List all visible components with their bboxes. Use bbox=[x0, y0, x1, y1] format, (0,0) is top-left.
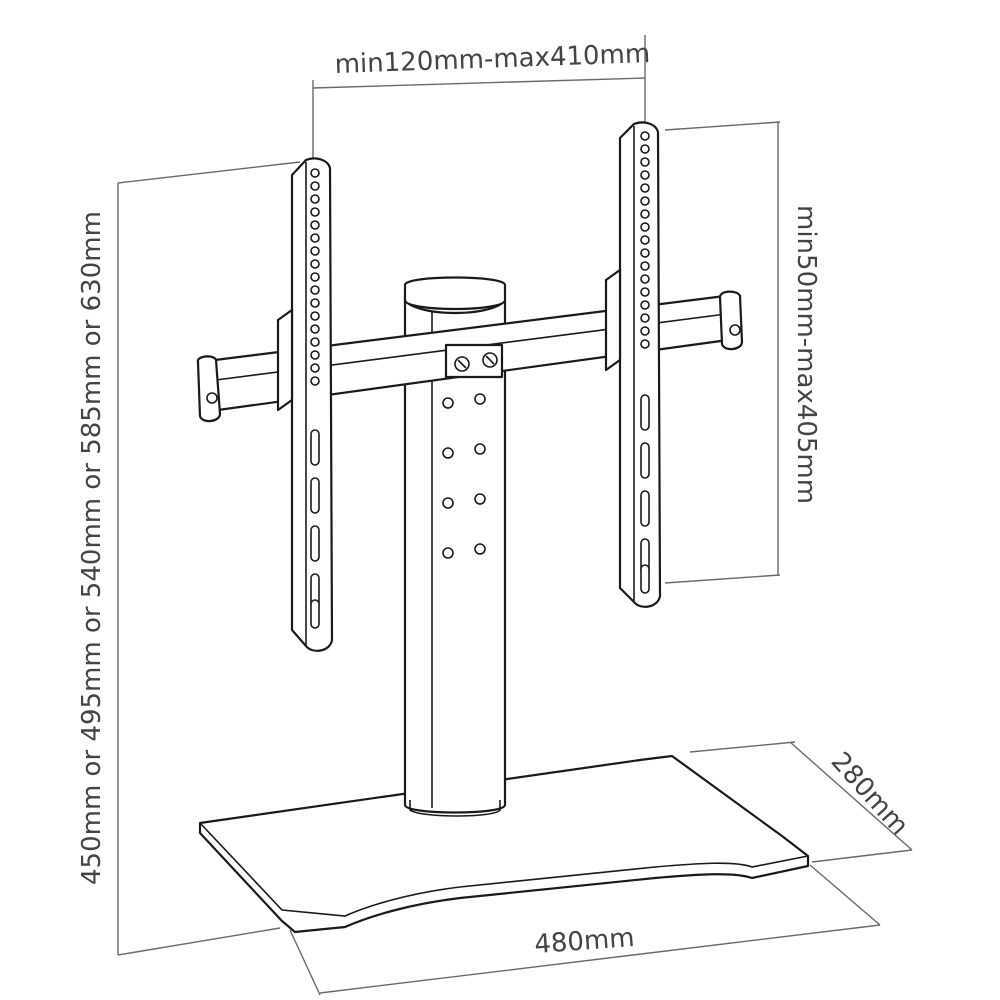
column-holes bbox=[442, 393, 486, 559]
base-plate bbox=[198, 754, 810, 934]
dimension-lines bbox=[117, 35, 913, 996]
right-arm-holes bbox=[640, 131, 650, 594]
right-arm bbox=[604, 121, 662, 608]
column bbox=[403, 276, 507, 817]
vesa-width-label: min120mm-max410mm bbox=[334, 39, 650, 80]
left-arm bbox=[276, 157, 334, 652]
left-arm-holes bbox=[310, 168, 320, 629]
base-depth-label: 280mm bbox=[825, 747, 914, 842]
vesa-height-label: min50mm-max405mm bbox=[791, 205, 821, 504]
total-height-label: 450mm or 495mm or 540mm or 585mm or 630m… bbox=[77, 211, 107, 885]
crossbar bbox=[196, 290, 744, 423]
base-width-label: 480mm bbox=[533, 923, 635, 960]
